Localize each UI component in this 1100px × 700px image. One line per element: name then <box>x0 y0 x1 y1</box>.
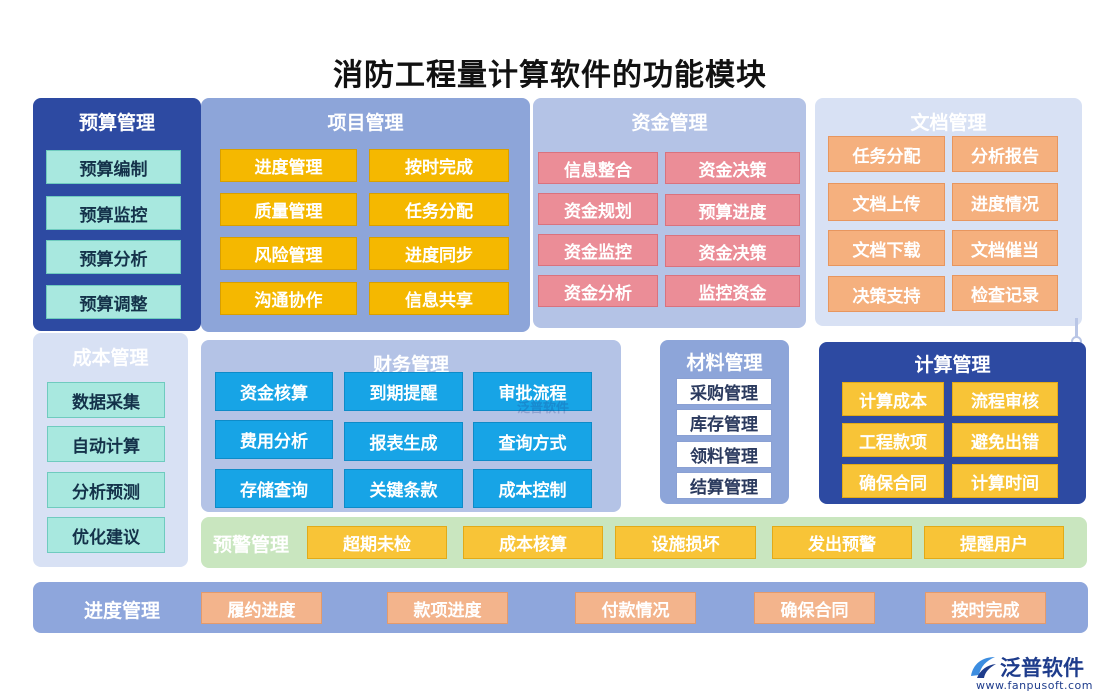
finance-item[interactable]: 报表生成 <box>344 422 463 461</box>
warning-title: 预警管理 <box>213 534 290 556</box>
calc-item[interactable]: 流程审核 <box>952 382 1058 416</box>
material-item[interactable]: 结算管理 <box>676 472 772 499</box>
finance-item[interactable]: 成本控制 <box>473 469 592 508</box>
project-item[interactable]: 进度同步 <box>369 237 509 270</box>
progress-panel: 进度管理 履约进度 款项进度 付款情况 确保合同 按时完成 <box>33 582 1088 633</box>
cost-item[interactable]: 自动计算 <box>47 426 165 462</box>
calc-item[interactable]: 确保合同 <box>842 464 944 498</box>
calc-panel: 计算管理 计算成本 流程审核 工程款项 避免出错 确保合同 计算时间 <box>819 342 1086 504</box>
fund-item[interactable]: 资金决策 <box>665 235 800 267</box>
document-item[interactable]: 文档上传 <box>828 183 945 221</box>
progress-item[interactable]: 按时完成 <box>925 592 1046 624</box>
watermark-logo: 泛普软件 <box>517 401 570 416</box>
finance-item[interactable]: 费用分析 <box>215 420 333 459</box>
project-item[interactable]: 沟通协作 <box>220 282 357 315</box>
budget-panel: 预算管理 预算编制 预算监控 预算分析 预算调整 <box>33 98 201 331</box>
material-title: 材料管理 <box>686 352 763 374</box>
progress-item[interactable]: 履约进度 <box>201 592 322 624</box>
progress-item[interactable]: 确保合同 <box>754 592 875 624</box>
calc-item[interactable]: 工程款项 <box>842 423 944 457</box>
document-item[interactable]: 任务分配 <box>828 136 945 172</box>
budget-item[interactable]: 预算监控 <box>46 196 181 230</box>
warning-item[interactable]: 发出预警 <box>772 526 912 559</box>
warning-panel: 预警管理 超期未检 成本核算 设施损坏 发出预警 提醒用户 <box>201 517 1087 568</box>
cost-item[interactable]: 分析预测 <box>47 472 165 508</box>
document-item[interactable]: 文档下载 <box>828 230 945 266</box>
warning-item[interactable]: 设施损坏 <box>615 526 756 559</box>
calc-item[interactable]: 避免出错 <box>952 423 1058 457</box>
document-item[interactable]: 进度情况 <box>952 183 1058 221</box>
material-item[interactable]: 领料管理 <box>676 441 772 468</box>
document-item[interactable]: 决策支持 <box>828 276 945 312</box>
project-item[interactable]: 按时完成 <box>369 149 509 182</box>
fund-panel: 资金管理 信息整合 资金决策 资金规划 预算进度 资金监控 资金决策 资金分析 … <box>533 98 806 328</box>
document-item[interactable]: 检查记录 <box>952 275 1058 311</box>
logo-icon <box>971 657 996 678</box>
progress-item[interactable]: 款项进度 <box>387 592 508 624</box>
project-item[interactable]: 质量管理 <box>220 193 357 226</box>
project-item[interactable]: 进度管理 <box>220 149 357 182</box>
budget-item[interactable]: 预算调整 <box>46 285 181 319</box>
project-item[interactable]: 信息共享 <box>369 282 509 315</box>
finance-item[interactable]: 审批流程 <box>473 372 592 411</box>
fund-item[interactable]: 资金决策 <box>665 152 800 184</box>
warning-item[interactable]: 超期未检 <box>307 526 447 559</box>
cost-item[interactable]: 数据采集 <box>47 382 165 418</box>
cost-title: 成本管理 <box>72 347 149 369</box>
fund-item[interactable]: 信息整合 <box>538 152 658 184</box>
finance-title: 财务管理 <box>372 354 449 376</box>
page-title: 消防工程量计算软件的功能模块 <box>333 58 767 93</box>
budget-item[interactable]: 预算编制 <box>46 150 181 184</box>
project-panel: 项目管理 进度管理 按时完成 质量管理 任务分配 风险管理 进度同步 沟通协作 … <box>201 98 530 332</box>
material-panel: 材料管理 采购管理 库存管理 领料管理 结算管理 <box>660 340 789 504</box>
budget-item[interactable]: 预算分析 <box>46 240 181 274</box>
connector-line <box>1075 318 1078 342</box>
material-item[interactable]: 库存管理 <box>676 409 772 436</box>
logo-url: www.fanpusoft.com <box>976 679 1093 692</box>
cost-panel: 成本管理 数据采集 自动计算 分析预测 优化建议 <box>33 333 188 567</box>
document-item[interactable]: 文档催当 <box>952 230 1058 266</box>
finance-panel: 财务管理 资金核算 到期提醒 审批流程 费用分析 报表生成 查询方式 存储查询 … <box>201 340 621 512</box>
fund-item[interactable]: 资金分析 <box>538 275 658 307</box>
document-item[interactable]: 分析报告 <box>952 136 1058 172</box>
cost-item[interactable]: 优化建议 <box>47 517 165 553</box>
fund-item[interactable]: 资金监控 <box>538 234 658 266</box>
logo-name: 泛普软件 <box>1000 656 1084 680</box>
project-item[interactable]: 风险管理 <box>220 237 357 270</box>
material-item[interactable]: 采购管理 <box>676 378 772 405</box>
project-item[interactable]: 任务分配 <box>369 193 509 226</box>
calc-item[interactable]: 计算成本 <box>842 382 944 416</box>
fund-item[interactable]: 监控资金 <box>665 275 800 307</box>
finance-item[interactable]: 到期提醒 <box>344 372 463 411</box>
calc-item[interactable]: 计算时间 <box>952 464 1058 498</box>
progress-item[interactable]: 付款情况 <box>575 592 696 624</box>
fund-title: 资金管理 <box>631 112 708 134</box>
document-panel: 文档管理 任务分配 分析报告 文档上传 进度情况 文档下载 文档催当 决策支持 … <box>815 98 1082 326</box>
warning-item[interactable]: 成本核算 <box>463 526 603 559</box>
company-logo: 泛普软件 www.fanpusoft.com <box>968 652 1093 694</box>
document-title: 文档管理 <box>910 112 987 134</box>
budget-title: 预算管理 <box>78 112 155 134</box>
finance-item[interactable]: 关键条款 <box>344 469 463 508</box>
warning-item[interactable]: 提醒用户 <box>924 526 1064 559</box>
finance-item[interactable]: 查询方式 <box>473 422 592 461</box>
finance-item[interactable]: 资金核算 <box>215 372 333 411</box>
finance-item[interactable]: 存储查询 <box>215 469 333 508</box>
fund-item[interactable]: 预算进度 <box>665 194 800 226</box>
project-title: 项目管理 <box>327 112 404 134</box>
progress-title: 进度管理 <box>84 600 161 622</box>
fund-item[interactable]: 资金规划 <box>538 193 658 225</box>
calc-title: 计算管理 <box>914 354 991 376</box>
